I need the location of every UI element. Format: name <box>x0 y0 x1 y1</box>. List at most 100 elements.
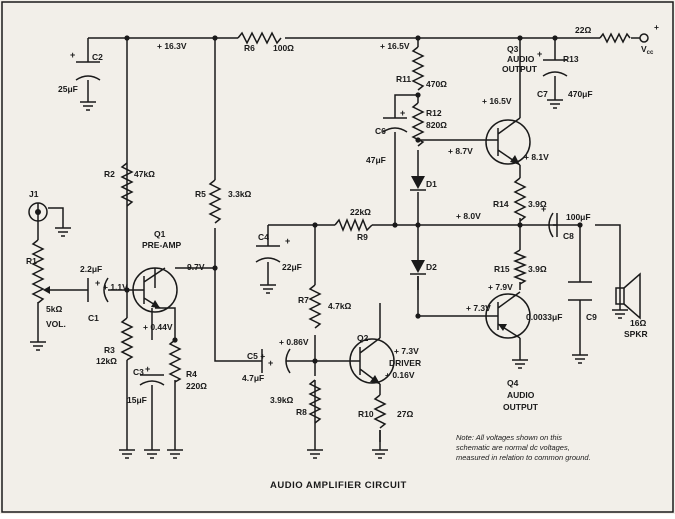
r15-name: R15 <box>494 264 510 274</box>
c8-value: 100μF <box>566 212 591 222</box>
d2-name: D2 <box>426 262 437 272</box>
c2-plates <box>75 61 101 81</box>
c1-value: 2.2μF <box>80 264 102 274</box>
r9-value: 22kΩ <box>350 207 371 217</box>
ground-symbols <box>30 99 628 459</box>
r11-name: R11 <box>396 74 411 84</box>
c6-value: 47μF <box>366 155 386 165</box>
labels: + 16.3V + 16.5V C2 25μF R6 100Ω R11 470Ω… <box>26 25 648 419</box>
q2-ve: + 0.16V <box>385 370 415 380</box>
q4-ve: + 7.9V <box>488 282 513 292</box>
r13-body <box>599 32 631 44</box>
r7-value: 4.7kΩ <box>328 301 352 311</box>
diagram-title: AUDIO AMPLIFIER CIRCUIT <box>270 480 407 491</box>
q2-line1: DRIVER <box>389 358 421 368</box>
c7-plates <box>542 59 568 77</box>
c7-value: 470μF <box>568 89 593 99</box>
q3-vb: + 8.7V <box>448 146 473 156</box>
svg-text:+: + <box>268 358 273 368</box>
r6-value: 100Ω <box>273 43 294 53</box>
r14-value: 3.9Ω <box>528 199 547 209</box>
r5-body <box>208 179 222 224</box>
j1-name: J1 <box>29 189 39 199</box>
speaker-symbol <box>615 272 641 320</box>
q3-name: Q3 <box>507 44 519 54</box>
c6-plates <box>382 117 408 133</box>
q4-vb: + 7.3V <box>466 303 491 313</box>
diodes <box>410 176 426 275</box>
c5-voltage: + 0.86V <box>279 337 309 347</box>
vcc-label: Vcc <box>641 44 654 56</box>
r4-body <box>168 339 182 383</box>
r1-extra: VOL. <box>46 319 66 329</box>
c9-plates <box>568 281 592 301</box>
r1-body <box>31 239 45 330</box>
cap-plus-signs: + + + + + + + + <box>70 49 546 374</box>
note-line-1: Note: All voltages shown on this <box>456 433 562 442</box>
q2-name: Q2 <box>357 333 369 343</box>
svg-text:+: + <box>285 236 290 246</box>
q1-symbol <box>132 267 178 313</box>
q1-name: Q1 <box>154 229 166 239</box>
svg-text:+: + <box>541 204 546 214</box>
c3-plates <box>139 374 165 386</box>
q2-symbol <box>349 338 395 384</box>
d1-symbol <box>411 176 425 189</box>
svg-text:+: + <box>70 50 75 60</box>
rail-16-3v: + 16.3V <box>157 41 187 51</box>
c2-value: 25μF <box>58 84 78 94</box>
c4-plates <box>255 245 281 263</box>
r1-wiper-arrow <box>43 286 50 294</box>
r1-name: R1 <box>26 256 37 266</box>
r8-name: R8 <box>296 407 307 417</box>
svg-text:+: + <box>145 364 150 374</box>
r10-value: 27Ω <box>397 409 413 419</box>
q3-line2: OUTPUT <box>502 64 538 74</box>
q2-vc: + 7.3V <box>394 346 419 356</box>
r9-body <box>334 217 373 233</box>
r8-value: 3.9kΩ <box>270 395 294 405</box>
mid-node-voltage: + 8.0V <box>456 211 481 221</box>
r2-name: R2 <box>104 169 115 179</box>
q1-vc: 9.7V <box>187 262 205 272</box>
d1-name: D1 <box>426 179 437 189</box>
svg-text:+: + <box>654 22 659 32</box>
c8-name: C8 <box>563 231 574 241</box>
r11-body <box>411 46 425 91</box>
spkr-value: 16Ω <box>630 318 646 328</box>
r6-body <box>237 31 282 45</box>
note-line-2: schematic are normal dc voltages, <box>456 443 570 452</box>
r1-value: 5kΩ <box>46 304 62 314</box>
j1-jack <box>28 202 48 222</box>
c4-name: C4 <box>258 232 269 242</box>
r5-name: R5 <box>195 189 206 199</box>
svg-text:+: + <box>400 108 405 118</box>
c9-value: 0.0033μF <box>526 312 562 322</box>
q4-symbol <box>485 293 531 339</box>
r6-name: R6 <box>244 43 255 53</box>
spkr-name: SPKR <box>624 329 648 339</box>
r13-value: 22Ω <box>575 25 591 35</box>
r13-name: R13 <box>563 54 579 64</box>
r3-name: R3 <box>104 345 115 355</box>
c5-name: C5 + <box>247 351 265 361</box>
c9-name: C9 <box>586 312 597 322</box>
q4-line1: AUDIO <box>507 390 535 400</box>
c1-plates <box>87 277 109 303</box>
voltage-note: Note: All voltages shown on this schemat… <box>456 433 591 462</box>
r14-name: R14 <box>493 199 509 209</box>
r3-value: 12kΩ <box>96 356 117 366</box>
c8-plates <box>548 212 558 238</box>
r2-body <box>120 162 134 207</box>
r15-value: 3.9Ω <box>528 264 547 274</box>
q3-ve: + 8.1V <box>524 152 549 162</box>
c1-name: C1 <box>88 313 99 323</box>
c5-plates <box>261 348 291 374</box>
r2-value: 47kΩ <box>134 169 155 179</box>
r14-body <box>513 177 527 222</box>
transistors <box>132 117 531 385</box>
transistor-arrows <box>151 155 520 384</box>
q3-vc: + 16.5V <box>482 96 512 106</box>
r15-body <box>512 249 528 285</box>
c7-name: C7 <box>537 89 548 99</box>
